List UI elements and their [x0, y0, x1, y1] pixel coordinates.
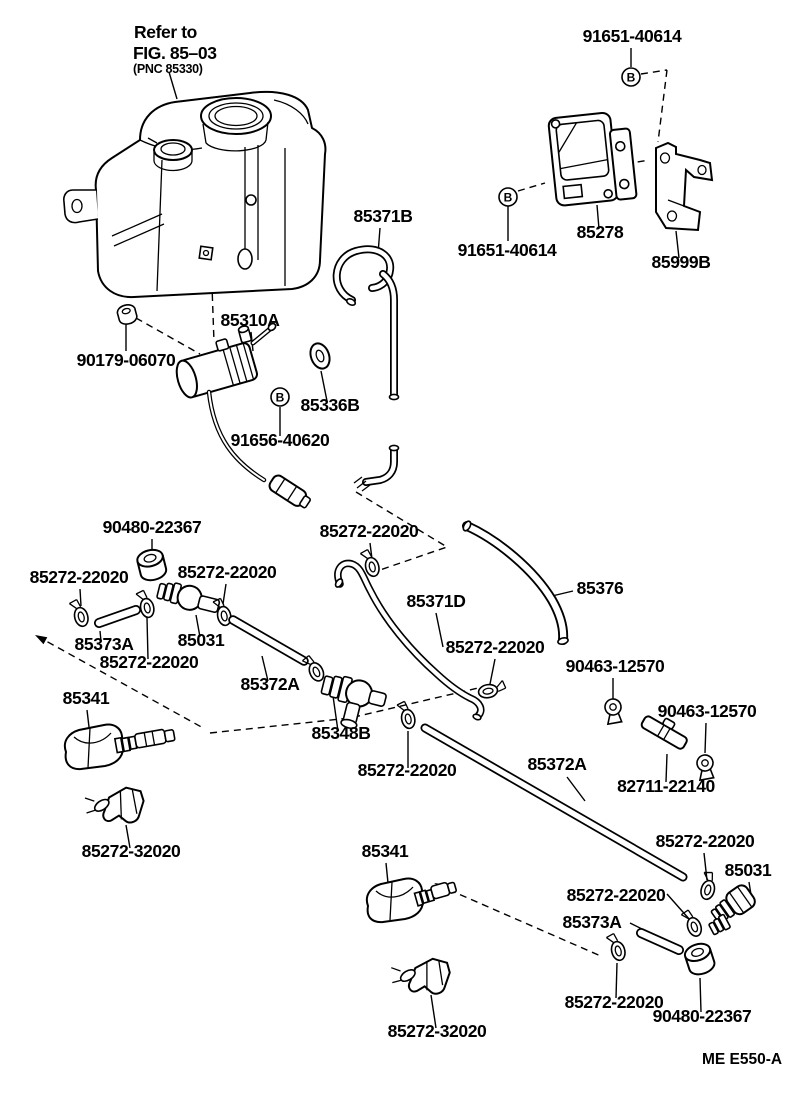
label-85348b: 85348B	[312, 723, 371, 743]
hose-clamp	[68, 597, 91, 630]
label-85272-22020-right-bottom: 85272-22020	[565, 992, 664, 1012]
label-85373a-right: 85373A	[563, 912, 623, 932]
bracket-85272-32020-bottom	[389, 956, 453, 998]
hose-85371b	[332, 245, 400, 492]
label-90463-12570-lower: 90463-12570	[658, 701, 757, 721]
hose-85373a-right	[636, 928, 684, 955]
marker-letter: B	[504, 191, 513, 205]
washer-tank-drawing	[63, 90, 327, 299]
figure-note-line1: Refer to	[134, 22, 197, 42]
bolt-marker-b-top: B	[621, 67, 641, 87]
label-91651-40614-left: 91651-40614	[458, 240, 557, 260]
hose-85376	[462, 520, 569, 645]
marker-letter: B	[627, 71, 636, 85]
hose-85371d	[334, 559, 485, 721]
tee-joint-85348b	[320, 675, 387, 730]
label-91651-40614-top: 91651-40614	[583, 26, 682, 46]
label-85031-right: 85031	[725, 860, 772, 880]
hose-clamp	[696, 869, 720, 902]
label-85272-22020-below: 85272-22020	[100, 652, 199, 672]
drawing-code: ME E550-A	[702, 1051, 782, 1068]
label-85272-22020-farleft: 85272-22020	[30, 567, 129, 587]
marker-letter: B	[276, 391, 285, 405]
nut-90179-06070	[116, 304, 138, 325]
tube-82711-22140	[640, 715, 688, 750]
label-85372a-left: 85372A	[241, 674, 301, 694]
label-85272-22020-center: 85272-22020	[358, 760, 457, 780]
label-85272-32020-bottom: 85272-32020	[388, 1021, 487, 1041]
label-85272-22020-leftcluster: 85272-22020	[178, 562, 277, 582]
figure-note-line3: (PNC 85330)	[133, 62, 203, 76]
label-90480-22367-right: 90480-22367	[653, 1006, 752, 1026]
dashed-arrowhead	[35, 635, 48, 645]
label-85272-22020-371d: 85272-22020	[446, 637, 545, 657]
label-85272-22020-mid: 85272-22020	[320, 521, 419, 541]
leader-lines	[79, 48, 753, 1029]
joint-85031-right	[708, 884, 756, 936]
label-85371b: 85371B	[354, 206, 413, 226]
label-85310a: 85310A	[221, 310, 281, 330]
part-labels: Refer to FIG. 85–03 (PNC 85330) 91651-40…	[30, 22, 782, 1068]
label-85341-left: 85341	[63, 688, 110, 708]
washer-pump-85310a	[175, 322, 311, 509]
washer-relay-85278	[547, 111, 638, 207]
label-85341-bottom: 85341	[362, 841, 409, 861]
bracket-85999b	[655, 141, 714, 232]
hose-clamp	[395, 699, 418, 731]
label-85376: 85376	[577, 578, 624, 598]
grommet-90480-22367-right	[681, 939, 718, 979]
hose-clamp	[476, 679, 508, 701]
label-91656-40620: 91656-40620	[231, 430, 330, 450]
label-85371d: 85371D	[407, 591, 466, 611]
label-90463-12570-upper: 90463-12570	[566, 656, 665, 676]
hose-clamp	[679, 907, 705, 940]
label-85999b: 85999B	[652, 252, 711, 272]
label-90480-22367-left: 90480-22367	[103, 517, 202, 537]
hose-85372a-center	[420, 723, 688, 882]
hose-clamp	[605, 931, 628, 964]
label-85278: 85278	[577, 222, 624, 242]
grommet-85336b	[309, 342, 331, 370]
figure-note-line2: FIG. 85–03	[133, 43, 217, 63]
label-85272-22020-right-mid: 85272-22020	[567, 885, 666, 905]
joint-85031-left	[156, 582, 221, 613]
clip-90463-12570	[602, 696, 625, 725]
label-85031-left: 85031	[178, 630, 225, 650]
grommet-90480-22367-left	[134, 546, 170, 584]
hose-85373a-left	[94, 605, 141, 628]
label-82711-22140: 82711-22140	[617, 776, 715, 796]
hose-clamp	[134, 588, 157, 620]
hose-85372a-left	[228, 615, 309, 666]
washer-nozzle-85341-bottom	[365, 877, 457, 924]
bracket-85272-32020-left	[83, 785, 147, 828]
label-85373a-left: 85373A	[75, 634, 135, 654]
label-90179-06070: 90179-06070	[77, 350, 176, 370]
label-85272-32020-left: 85272-32020	[82, 841, 181, 861]
pump-connector	[268, 474, 311, 509]
label-85336b: 85336B	[301, 395, 360, 415]
washer-nozzle-85341-left	[63, 723, 176, 771]
bolt-marker-b-pump: B	[270, 387, 290, 407]
bolt-marker-b-relay: B	[498, 187, 518, 207]
label-85272-22020-right-top: 85272-22020	[656, 831, 755, 851]
label-85372a-center: 85372A	[528, 754, 588, 774]
